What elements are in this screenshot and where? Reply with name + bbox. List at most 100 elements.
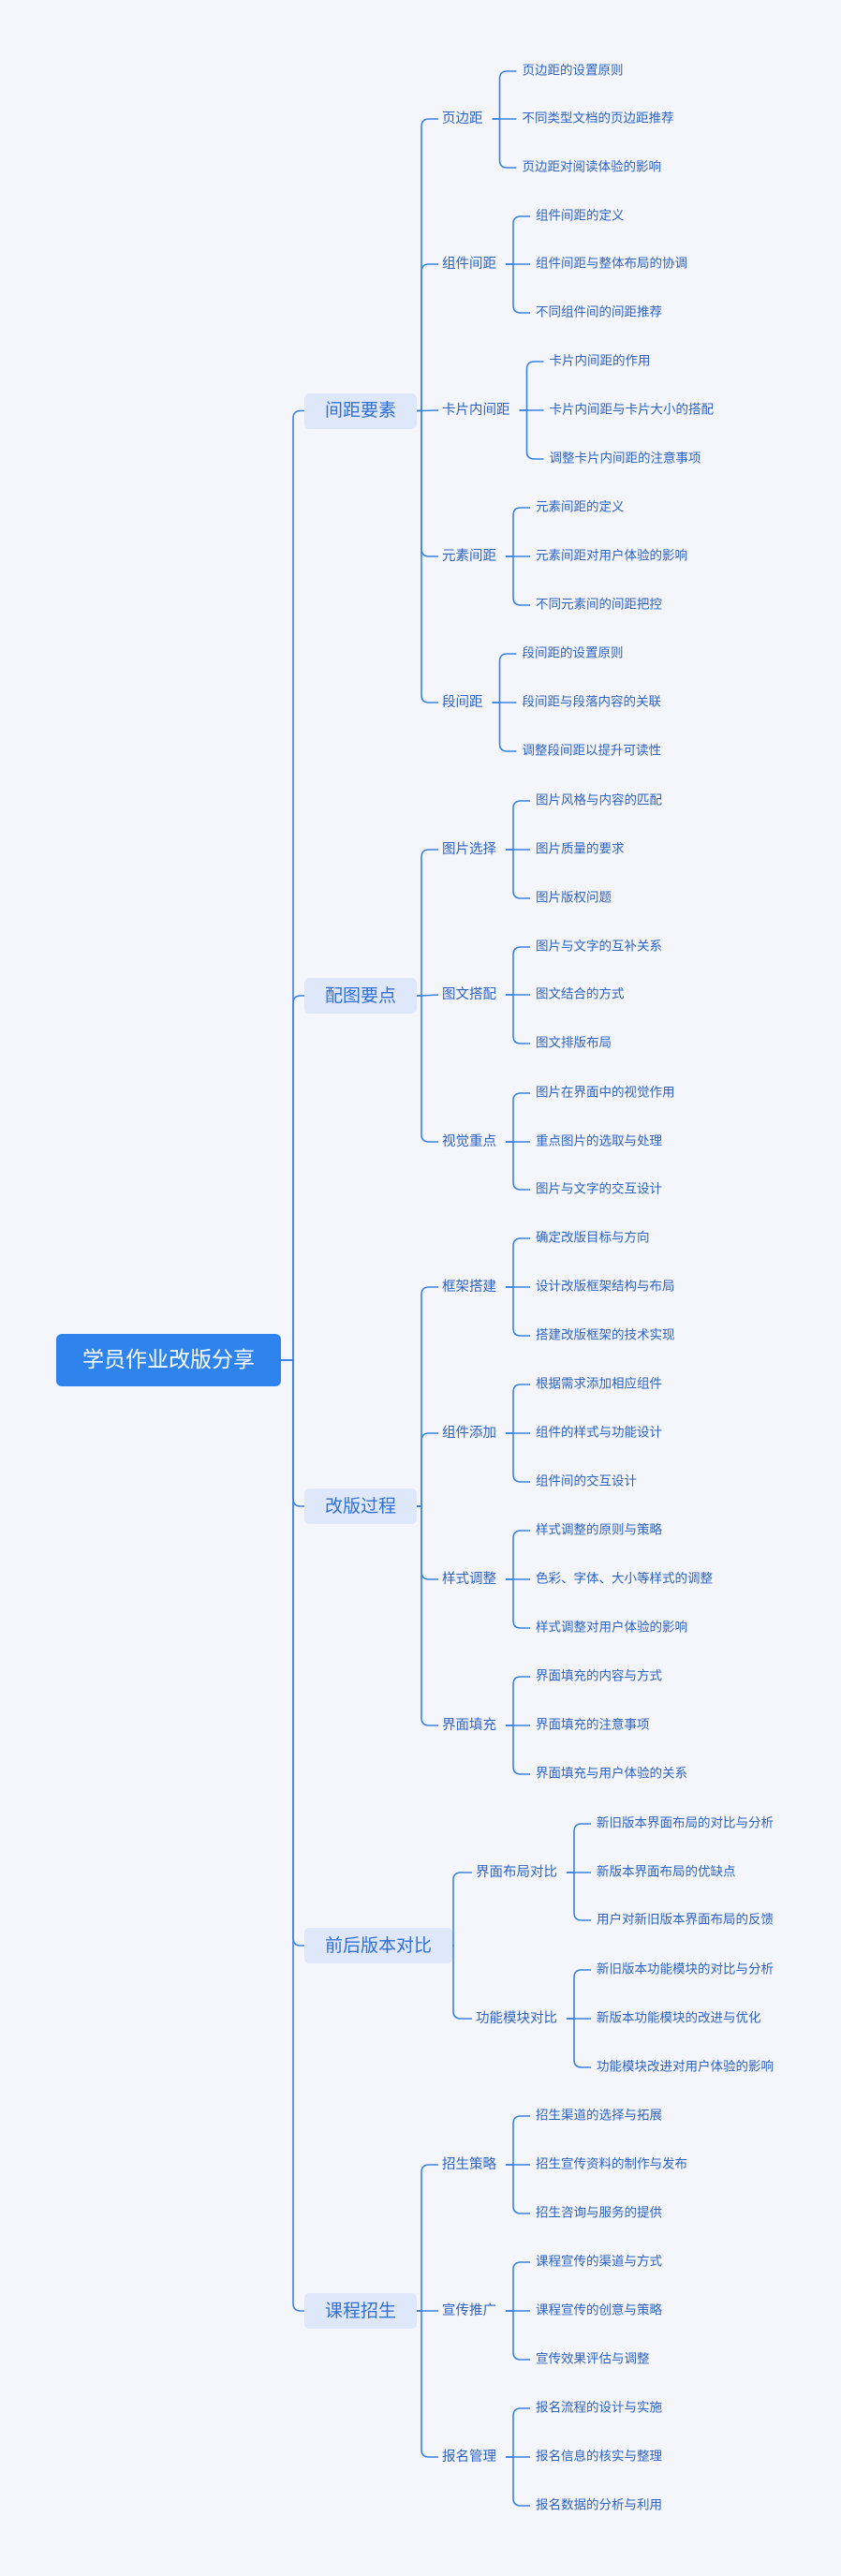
leaf-node[interactable]: 卡片内间距与卡片大小的搭配: [549, 402, 715, 418]
topic-node[interactable]: 段间距: [442, 694, 483, 710]
leaf-node[interactable]: 组件间距与整体布局的协调: [536, 256, 687, 272]
leaf-node[interactable]: 搭建改版框架的技术实现: [536, 1327, 675, 1343]
leaf-node[interactable]: 重点图片的选取与处理: [536, 1133, 662, 1149]
connector-topic-leaf: [519, 409, 544, 460]
connector-topic-leaf: [506, 1530, 530, 1580]
branch-node[interactable]: 课程招生: [304, 2293, 417, 2329]
leaf-node[interactable]: 调整卡片内间距的注意事项: [549, 451, 701, 466]
topic-node[interactable]: 组件添加: [442, 1425, 496, 1441]
connector-topic-leaf: [506, 1725, 530, 1775]
leaf-node[interactable]: 报名数据的分析与利用: [536, 2497, 662, 2513]
leaf-node[interactable]: 图片质量的要求: [536, 841, 625, 857]
connector-root-branch: [281, 995, 304, 1361]
connector-topic-leaf: [506, 946, 530, 996]
connector-topic-leaf: [506, 1141, 530, 1191]
leaf-node[interactable]: 课程宣传的创意与策略: [536, 2302, 662, 2318]
connector-topic-leaf: [506, 2261, 530, 2312]
leaf-node[interactable]: 招生宣传资料的制作与发布: [536, 2156, 687, 2172]
topic-node[interactable]: 组件间距: [442, 256, 496, 272]
leaf-node[interactable]: 页边距对阅读体验的影响: [522, 159, 662, 175]
connector-branch-topic: [417, 849, 438, 997]
leaf-node[interactable]: 样式调整的原则与策略: [536, 1522, 662, 1538]
leaf-node[interactable]: 元素间距的定义: [536, 499, 625, 515]
leaf-node[interactable]: 图片在界面中的视觉作用: [536, 1085, 675, 1101]
leaf-node[interactable]: 图片与文字的交互设计: [536, 1181, 662, 1197]
connector-topic-leaf: [567, 1823, 591, 1873]
topic-node[interactable]: 元素间距: [442, 548, 496, 564]
leaf-node[interactable]: 不同元素间的间距把控: [536, 597, 662, 613]
topic-node[interactable]: 宣传推广: [442, 2302, 496, 2318]
connector-topic-leaf: [506, 1432, 530, 1483]
connector-topic-leaf: [492, 702, 517, 752]
leaf-node[interactable]: 界面填充与用户体验的关系: [536, 1766, 687, 1782]
topic-node[interactable]: 功能模块对比: [476, 2010, 557, 2026]
connector-topic-leaf: [506, 1286, 530, 1337]
branch-node[interactable]: 前后版本对比: [304, 1928, 452, 1963]
connector-branch-topic: [417, 409, 438, 703]
leaf-node[interactable]: 色彩、字体、大小等样式的调整: [536, 1571, 713, 1587]
connector-topic-leaf: [567, 1969, 591, 2020]
leaf-node[interactable]: 新版本功能模块的改进与优化: [597, 2010, 761, 2026]
leaf-node[interactable]: 卡片内间距的作用: [549, 353, 651, 369]
leaf-node[interactable]: 不同组件间的间距推荐: [536, 304, 662, 320]
topic-node[interactable]: 界面布局对比: [476, 1864, 557, 1880]
leaf-node[interactable]: 图片与文字的互补关系: [536, 939, 662, 955]
connector-topic-leaf: [519, 361, 544, 411]
leaf-node[interactable]: 样式调整对用户体验的影响: [536, 1620, 687, 1636]
leaf-node[interactable]: 界面填充的内容与方式: [536, 1668, 662, 1684]
root-node[interactable]: 学员作业改版分享: [56, 1334, 281, 1386]
connector-topic-leaf: [506, 2310, 530, 2361]
topic-node[interactable]: 页边距: [442, 111, 483, 126]
leaf-node[interactable]: 段间距与段落内容的关联: [522, 694, 662, 710]
leaf-node[interactable]: 新旧版本功能模块的对比与分析: [597, 1962, 774, 1977]
leaf-node[interactable]: 界面填充的注意事项: [536, 1717, 650, 1733]
connector-topic-leaf: [506, 2456, 530, 2507]
leaf-node[interactable]: 确定改版目标与方向: [536, 1230, 650, 1246]
connector-topic-leaf: [506, 507, 530, 557]
leaf-node[interactable]: 组件间的交互设计: [536, 1473, 637, 1489]
leaf-node[interactable]: 招生渠道的选择与拓展: [536, 2108, 662, 2124]
leaf-node[interactable]: 报名流程的设计与实施: [536, 2400, 662, 2416]
leaf-node[interactable]: 宣传效果评估与调整: [536, 2351, 650, 2367]
leaf-node[interactable]: 设计改版框架结构与布局: [536, 1279, 675, 1295]
topic-node[interactable]: 卡片内间距: [442, 402, 510, 418]
topic-node[interactable]: 框架搭建: [442, 1279, 496, 1295]
connector-topic-leaf: [506, 1676, 530, 1726]
leaf-node[interactable]: 新旧版本界面布局的对比与分析: [597, 1815, 774, 1831]
topic-node[interactable]: 图片选择: [442, 841, 496, 857]
leaf-node[interactable]: 功能模块改进对用户体验的影响: [597, 2059, 774, 2075]
topic-node[interactable]: 报名管理: [442, 2449, 496, 2465]
leaf-node[interactable]: 图片版权问题: [536, 890, 612, 906]
leaf-node[interactable]: 图片风格与内容的匹配: [536, 792, 662, 808]
topic-node[interactable]: 界面填充: [442, 1717, 496, 1733]
leaf-node[interactable]: 段间距的设置原则: [522, 645, 624, 661]
leaf-node[interactable]: 用户对新旧版本界面布局的反馈: [597, 1912, 774, 1928]
topic-node[interactable]: 样式调整: [442, 1571, 496, 1587]
connector-topic-leaf: [506, 1092, 530, 1143]
leaf-node[interactable]: 元素间距对用户体验的影响: [536, 548, 687, 564]
leaf-node[interactable]: 图文排版布局: [536, 1035, 612, 1051]
connector-root-branch: [281, 1359, 304, 2312]
leaf-node[interactable]: 课程宣传的渠道与方式: [536, 2254, 662, 2270]
leaf-node[interactable]: 页边距的设置原则: [522, 63, 624, 79]
leaf-node[interactable]: 根据需求添加相应组件: [536, 1376, 662, 1392]
leaf-node[interactable]: 图文结合的方式: [536, 986, 625, 1002]
leaf-node[interactable]: 招生咨询与服务的提供: [536, 2205, 662, 2221]
connector-branch-topic: [417, 263, 438, 412]
leaf-node[interactable]: 新版本界面布局的优缺点: [597, 1864, 736, 1880]
branch-node[interactable]: 间距要素: [304, 392, 417, 429]
connector-topic-leaf: [506, 215, 530, 265]
leaf-node[interactable]: 组件的样式与功能设计: [536, 1425, 662, 1441]
leaf-node[interactable]: 报名信息的核实与整理: [536, 2449, 662, 2465]
connector-topic-leaf: [506, 1384, 530, 1434]
leaf-node[interactable]: 调整段间距以提升可读性: [522, 743, 662, 759]
topic-node[interactable]: 视觉重点: [442, 1133, 496, 1149]
leaf-node[interactable]: 不同类型文档的页边距推荐: [522, 111, 674, 126]
branch-node[interactable]: 改版过程: [304, 1488, 417, 1524]
connector-branch-topic: [417, 1286, 438, 1507]
leaf-node[interactable]: 组件间距的定义: [536, 208, 625, 224]
topic-node[interactable]: 招生策略: [442, 2156, 496, 2172]
branch-node[interactable]: 配图要点: [304, 978, 417, 1014]
topic-node[interactable]: 图文搭配: [442, 986, 496, 1002]
connector-branch-topic: [417, 1505, 438, 1726]
